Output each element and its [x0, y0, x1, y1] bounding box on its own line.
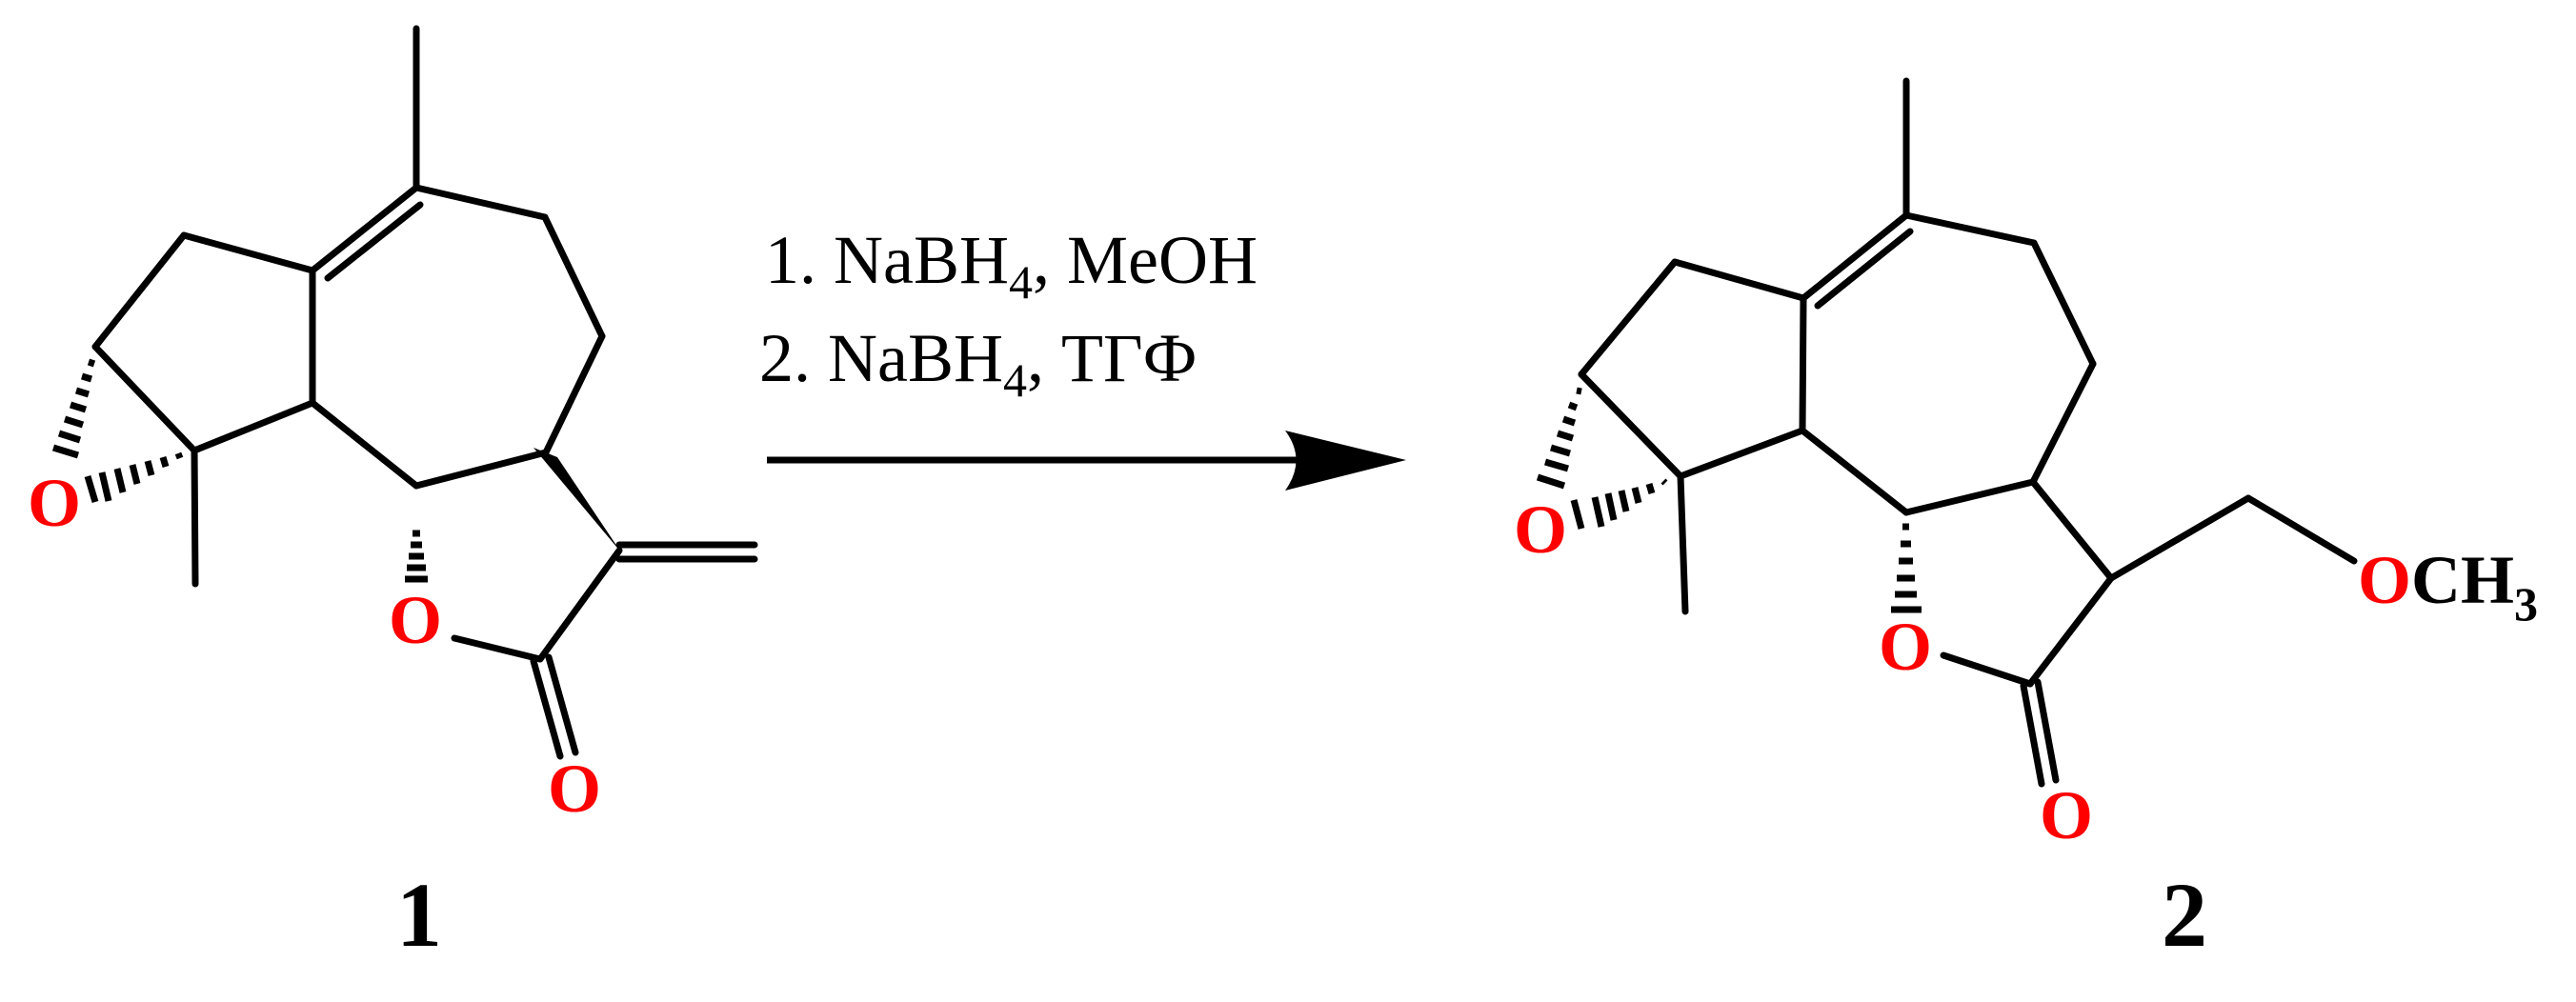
compound-2-hash-bonds	[1536, 387, 1922, 613]
reaction-arrow	[767, 431, 1406, 491]
compound-1-structure: O O O 1	[28, 25, 758, 966]
compound-1-epoxide-oxygen: O	[28, 465, 81, 541]
compound-2-bonds	[1578, 77, 2358, 788]
methoxy-oxygen: O	[2358, 542, 2411, 618]
condition-step-1: 1. NaBH4, MeOH	[765, 222, 1258, 309]
compound-2-methoxy-group: OCH3	[2358, 542, 2538, 631]
compound-1-lactone-oxygen: O	[389, 582, 442, 658]
compound-2-label: 2	[2162, 864, 2207, 966]
compound-2-structure: O O O OCH3 2	[1514, 77, 2538, 966]
compound-1-hash-bonds	[51, 358, 428, 583]
methoxy-carbon: CH	[2411, 542, 2514, 618]
compound-2-lactone-oxygen: O	[1879, 609, 1932, 685]
compound-2-epoxide-oxygen: O	[1514, 491, 1567, 568]
compound-2-carbonyl-oxygen: O	[2040, 777, 2093, 853]
reaction-conditions: 1. NaBH4, MeOH 2. NaBH4, ТГФ	[759, 222, 1258, 407]
methoxy-subscript: 3	[2514, 577, 2538, 631]
wedge-bond	[533, 448, 621, 552]
compound-1-bonds	[91, 25, 758, 760]
condition-step-2: 2. NaBH4, ТГФ	[759, 320, 1197, 407]
arrow-head-icon	[1285, 431, 1406, 491]
compound-1-label: 1	[396, 864, 442, 966]
compound-1-carbonyl-oxygen: O	[548, 751, 601, 827]
